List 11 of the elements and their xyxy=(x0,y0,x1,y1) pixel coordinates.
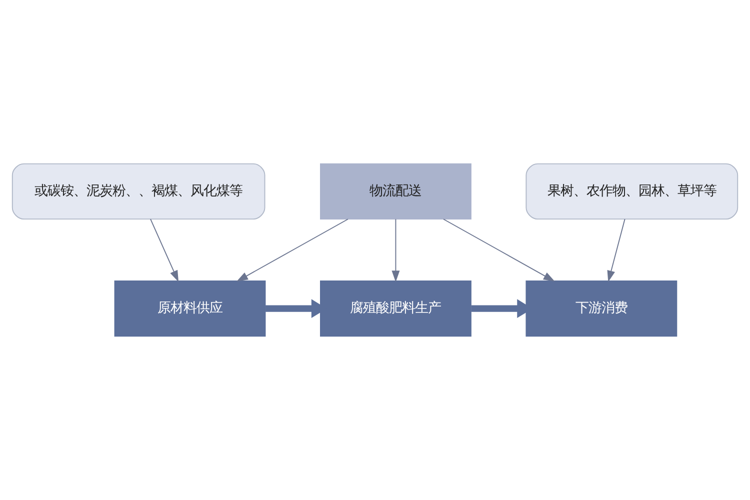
arrow xyxy=(150,218,179,282)
node-box: 原材料供应 xyxy=(114,280,266,337)
node-box: 下游消费 xyxy=(526,280,678,337)
node-box: 物流配送 xyxy=(320,163,472,220)
node-box: 果树、农作物、园林、草坪等 xyxy=(526,163,738,220)
arrow xyxy=(236,218,348,282)
arrow xyxy=(392,218,400,282)
node-box: 或碳铵、泥炭粉、、褐煤、风化煤等 xyxy=(12,163,266,220)
arrow xyxy=(607,218,626,282)
arrow xyxy=(442,218,555,282)
node-box: 腐殖酸肥料生产 xyxy=(320,280,472,337)
